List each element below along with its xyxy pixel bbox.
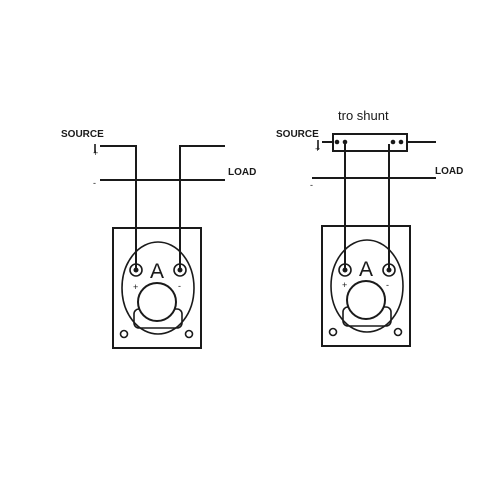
left-terminal-plus-label: +: [133, 282, 138, 292]
left-terminal-plus-post: [133, 267, 139, 273]
left-meter-letter: A: [150, 260, 164, 283]
shunt-terminal-3: [390, 139, 396, 145]
left-positive-source-wire: [100, 145, 137, 270]
right-terminal-plus: [338, 263, 352, 277]
left-meter-movement: [137, 282, 177, 322]
direct-connection-diagram: SOURCE + - LOAD A + -: [61, 129, 256, 349]
left-positive-load-wire: [179, 145, 225, 270]
shunt-terminal-4: [398, 139, 404, 145]
right-source-label: SOURCE: [276, 129, 319, 140]
right-meter-dial: [330, 239, 404, 333]
shunt-terminal-1: [334, 139, 340, 145]
shunt-label: tro shunt: [338, 108, 389, 123]
right-meter-body: [321, 225, 411, 347]
shunt-terminal-2: [342, 139, 348, 145]
right-terminal-minus-post: [386, 267, 392, 273]
left-terminal-plus: [129, 263, 143, 277]
shunt-connection-diagram: tro shunt SOURCE + - LOAD: [276, 108, 463, 347]
left-terminal-minus: [173, 263, 187, 277]
left-source-label: SOURCE: [61, 129, 104, 140]
left-terminal-minus-post: [177, 267, 183, 273]
right-load-label: LOAD: [435, 166, 463, 177]
left-mount-hole-left: [119, 329, 129, 339]
right-mount-hole-right: [393, 327, 403, 337]
left-mount-hole-right: [184, 329, 194, 339]
shunt: [332, 133, 408, 152]
right-mount-hole-left: [328, 327, 338, 337]
right-meter-movement: [346, 280, 386, 320]
left-meter-body: [112, 227, 202, 349]
right-terminal-minus-label: -: [386, 280, 389, 290]
left-load-label: LOAD: [228, 167, 256, 178]
right-meter-letter: A: [359, 258, 373, 281]
right-source-minus-sign: -: [310, 180, 313, 190]
shunt-body: [332, 133, 408, 152]
right-ammeter: A + -: [321, 225, 411, 347]
right-terminal-minus: [382, 263, 396, 277]
left-terminal-minus-label: -: [178, 281, 181, 291]
right-terminal-plus-post: [342, 267, 348, 273]
left-meter-dial: [121, 241, 195, 335]
left-ammeter: A + -: [112, 227, 202, 349]
left-source-minus-sign: -: [93, 178, 96, 188]
right-terminal-plus-label: +: [342, 280, 347, 290]
